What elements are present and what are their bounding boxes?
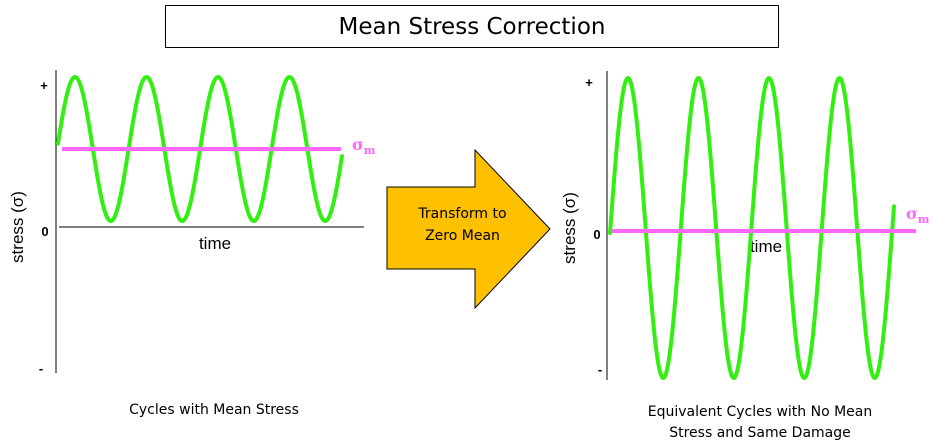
left-caption: Cycles with Mean Stress <box>129 402 299 418</box>
right-caption: Equivalent Cycles with No Mean Stress an… <box>610 402 910 444</box>
transform-arrow <box>386 148 551 310</box>
left-x-axis-label: time <box>199 234 231 253</box>
arrow-label-line2: Zero Mean <box>425 228 500 244</box>
left-mean-subscript: m <box>364 144 376 157</box>
right-x-axis-label: time <box>750 237 782 256</box>
right-mean-sigma-label: σm <box>906 204 930 226</box>
right-stress-plot: + 0 - stress (σ) time σm <box>560 71 930 380</box>
left-tick-plus: + <box>40 78 48 93</box>
right-y-axis-label: stress (σ) <box>560 192 579 264</box>
arrow-label-line1: Transform to <box>418 206 507 222</box>
left-y-axis-label: stress (σ) <box>8 191 27 263</box>
right-tick-minus: - <box>598 362 602 377</box>
right-caption-line2: Stress and Same Damage <box>669 425 851 441</box>
right-mean-subscript: m <box>918 213 930 226</box>
left-tick-minus: - <box>39 361 43 376</box>
right-tick-plus: + <box>585 75 593 90</box>
left-stress-plot: + 0 - stress (σ) time σm <box>8 70 376 376</box>
right-stress-wave <box>608 76 896 380</box>
right-tick-zero: 0 <box>593 227 600 242</box>
arrow-label: Transform to Zero Mean <box>395 203 530 247</box>
left-mean-sigma-label: σm <box>352 135 376 157</box>
right-mean-symbol: σ <box>906 204 918 223</box>
diagram-title: Mean Stress Correction <box>165 5 779 48</box>
left-mean-symbol: σ <box>352 135 364 154</box>
left-tick-zero: 0 <box>41 224 48 239</box>
right-caption-line1: Equivalent Cycles with No Mean <box>647 404 873 420</box>
